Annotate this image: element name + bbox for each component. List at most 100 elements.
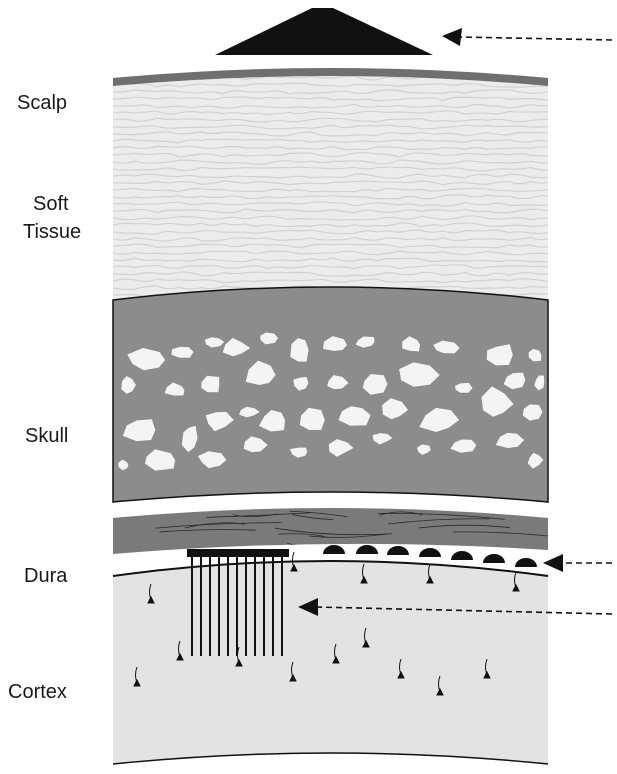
soft-tissue-fiber xyxy=(113,89,548,95)
epidural-electrode xyxy=(419,548,441,557)
bone-pore xyxy=(433,340,460,354)
soft-tissue-fiber xyxy=(113,264,548,270)
bone-pore xyxy=(145,449,176,471)
soft-tissue-fiber xyxy=(113,159,548,165)
soft-tissue-fiber xyxy=(113,103,548,109)
bone-pore xyxy=(481,386,514,417)
soft-tissue-fiber xyxy=(113,110,548,116)
bone-pore xyxy=(201,375,220,393)
bone-pore xyxy=(486,344,513,366)
bone-pore xyxy=(527,452,544,469)
cortex-layer xyxy=(112,551,549,765)
soft-tissue-fiber xyxy=(113,271,548,277)
bone-pore xyxy=(534,375,545,391)
bone-pore xyxy=(171,346,194,358)
dura-fiber xyxy=(388,518,490,525)
bone-pore xyxy=(503,372,526,390)
bone-pore xyxy=(259,410,285,432)
epidural-electrode xyxy=(356,545,378,554)
soft-tissue-fiber xyxy=(113,278,548,284)
bone-pore xyxy=(419,407,460,432)
dura-fiber xyxy=(308,533,387,538)
bone-pore xyxy=(402,336,420,352)
epidural-electrode xyxy=(387,546,409,555)
bone-pore xyxy=(205,411,234,432)
neuron-soma xyxy=(176,652,184,661)
neuron-soma xyxy=(332,655,340,664)
neuron-soma xyxy=(397,670,405,679)
bone-pore xyxy=(204,337,225,348)
soft-tissue-fiber xyxy=(113,243,548,249)
label-soft-tissue-line2: Tissue xyxy=(23,221,81,243)
dura-fiber xyxy=(278,533,326,538)
bone-pore xyxy=(121,376,136,394)
dura-fiber xyxy=(159,529,256,533)
neuron-soma xyxy=(289,673,297,682)
label-scalp: Scalp xyxy=(17,92,67,114)
soft-tissue-fiber xyxy=(113,236,548,242)
soft-tissue-fiber xyxy=(113,208,548,214)
neuron-soma xyxy=(426,575,434,584)
soft-tissue-fiber xyxy=(113,187,548,193)
bone-pore xyxy=(239,406,260,418)
neuron-soma xyxy=(133,678,141,687)
bone-pore xyxy=(495,432,525,448)
bone-pore xyxy=(222,337,251,357)
neuron-soma xyxy=(362,639,370,648)
soft-tissue-fiber xyxy=(113,215,548,221)
bone-pore xyxy=(372,433,393,445)
soft-tissue-fiber xyxy=(113,96,548,102)
soft-tissue-fiber xyxy=(113,152,548,158)
soft-tissue-fiber xyxy=(113,124,548,130)
soft-tissue-fiber xyxy=(113,117,548,123)
dura-fiber xyxy=(232,513,279,518)
bone-pore xyxy=(416,444,431,455)
neuron-soma xyxy=(512,583,520,592)
arrow-scalp-electrode xyxy=(442,28,613,46)
label-dura: Dura xyxy=(24,565,68,587)
neuron-soma xyxy=(147,595,155,604)
bone-pore xyxy=(293,376,309,391)
bone-pore xyxy=(522,404,543,421)
bone-pore xyxy=(355,336,375,348)
epidural-electrode xyxy=(323,545,345,554)
bone-pore xyxy=(299,407,325,430)
dura-fiber xyxy=(418,524,510,529)
bone-pore xyxy=(382,398,408,420)
bone-pore xyxy=(164,382,185,396)
bone-pore xyxy=(450,439,477,453)
bone-pore xyxy=(322,336,347,351)
soft-tissue-fiber xyxy=(113,194,548,200)
soft-tissue-fiber xyxy=(113,131,548,137)
bone-pore xyxy=(455,382,473,393)
soft-tissue-fiber xyxy=(113,201,548,207)
soft-tissue-fiber xyxy=(113,229,548,235)
neuron-soma xyxy=(360,575,368,584)
bone-pore xyxy=(122,419,156,442)
dura-fiber xyxy=(452,531,548,540)
bone-pore xyxy=(127,348,166,371)
bone-pore xyxy=(197,451,227,469)
epidural-electrode xyxy=(483,554,505,563)
epidural-electrodes xyxy=(323,545,537,567)
soft-tissue-fiber xyxy=(113,145,548,151)
bone-pore xyxy=(362,374,388,395)
soft-tissue-fiber xyxy=(113,250,548,256)
neuron-soma xyxy=(290,563,298,572)
label-skull: Skull xyxy=(25,425,68,447)
penetrating-microelectrode-array xyxy=(187,549,289,656)
bone-pore xyxy=(528,348,542,362)
neuron-soma xyxy=(483,670,491,679)
bone-pore xyxy=(289,447,308,458)
dura-fiber xyxy=(155,522,282,529)
soft-tissue-fiber xyxy=(113,82,548,88)
bone-pore xyxy=(399,362,440,387)
label-soft-tissue-line1: Soft xyxy=(33,193,69,215)
bone-pore xyxy=(260,332,279,345)
soft-tissue-fiber xyxy=(113,138,548,144)
bone-pore xyxy=(338,406,371,426)
scalp-electrode xyxy=(215,8,433,55)
bone-pore xyxy=(245,360,276,385)
bone-pore xyxy=(181,425,198,453)
